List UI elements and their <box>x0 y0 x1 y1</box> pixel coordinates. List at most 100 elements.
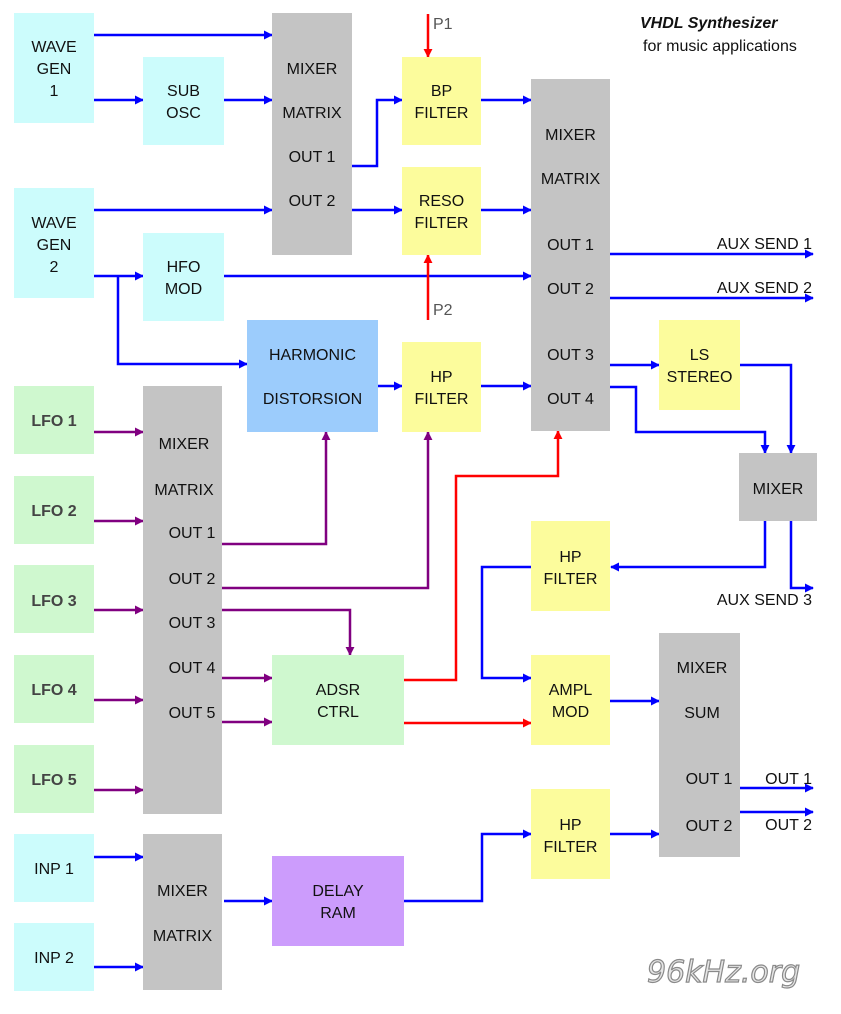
sub-osc-label: OSC <box>166 105 201 122</box>
mixer-matrix-1-box <box>272 13 352 255</box>
lfo-5-label: LFO 5 <box>31 772 76 789</box>
mixer-sum-label: SUM <box>684 705 720 722</box>
hp-filter-1-box <box>402 342 481 432</box>
bp-filter-label: FILTER <box>415 105 469 122</box>
lfo-1-box <box>14 386 94 454</box>
mixer-matrix-3-label: OUT 3 <box>169 615 216 632</box>
mixer-matrix-3-label: OUT 1 <box>169 525 216 542</box>
mixer-matrix-4-box <box>143 834 222 990</box>
mixer-matrix-2-label: MIXER <box>545 127 596 144</box>
aux-send-3-label: AUX SEND 3 <box>717 592 812 609</box>
hp-filter-3-box <box>531 789 610 879</box>
inp-1-label: INP 1 <box>34 861 74 878</box>
hfo-mod-label: MOD <box>165 281 202 298</box>
diagram-subtitle: for music applications <box>643 38 797 55</box>
wave-gen-2-label: WAVE <box>31 215 76 232</box>
adsr-ctrl-label: CTRL <box>317 704 359 721</box>
mixer-matrix-2-label: OUT 4 <box>547 391 594 408</box>
wave-gen-2-box <box>14 188 94 298</box>
ampl-mod-box <box>531 655 610 745</box>
ampl-mod-label: MOD <box>552 704 589 721</box>
harmonic-distorsion-label: DISTORSION <box>263 391 362 408</box>
hp-filter-3-label: HP <box>559 817 581 834</box>
hp-filter-1-label: FILTER <box>415 391 469 408</box>
ampl-mod-label: AMPL <box>549 682 593 699</box>
hfo-mod-label: HFO <box>167 259 201 276</box>
inp-2-box <box>14 923 94 991</box>
mixer-matrix-1-label: OUT 1 <box>289 149 336 166</box>
mixer-matrix-1-label: MATRIX <box>282 105 342 122</box>
mixer-matrix-4-label: MATRIX <box>153 928 213 945</box>
mixer-sum-box <box>659 633 740 857</box>
sub-osc-label: SUB <box>167 83 200 100</box>
lfo-1-block: LFO 1 <box>14 386 94 454</box>
lfo-4-label: LFO 4 <box>31 682 76 699</box>
mixer-matrix-2-label: OUT 3 <box>547 347 594 364</box>
wave-gen-1-label: WAVE <box>31 39 76 56</box>
mixer-matrix-3-label: OUT 4 <box>169 660 216 677</box>
diagram-title: VHDL Synthesizer <box>640 15 778 32</box>
harmonic-distorsion-block: HARMONIC DISTORSION <box>247 320 378 432</box>
hfo-mod-box <box>143 233 224 321</box>
aux-send-1-label: AUX SEND 1 <box>717 236 812 253</box>
p1-label: P1 <box>433 16 453 33</box>
wave-gen-1-label: GEN <box>37 61 72 78</box>
hp-filter-2-label: HP <box>559 549 581 566</box>
wave-gen-2-label: GEN <box>37 237 72 254</box>
mixer-matrix-2-label: OUT 2 <box>547 281 594 298</box>
red-wires <box>404 14 563 728</box>
lfo-4-box <box>14 655 94 723</box>
sub-osc-box <box>143 57 224 145</box>
wave-gen-1-box <box>14 13 94 123</box>
ls-stereo-box <box>659 320 740 410</box>
bp-filter-label: BP <box>431 83 452 100</box>
hp-filter-1-label: HP <box>430 369 452 386</box>
ls-stereo-label: STEREO <box>667 369 733 386</box>
reso-filter-label: RESO <box>419 193 464 210</box>
lfo-2-block: LFO 2 <box>14 476 94 544</box>
ampl-mod-block: AMPL MOD <box>531 655 610 745</box>
lfo-3-block: LFO 3 <box>14 565 94 633</box>
mixer-matrix-2-label: OUT 1 <box>547 237 594 254</box>
lfo-1-label: LFO 1 <box>31 413 76 430</box>
hfo-mod-block: HFO MOD <box>143 233 224 321</box>
hp-filter-2-block: HP FILTER <box>531 521 610 611</box>
hp-filter-2-label: FILTER <box>544 571 598 588</box>
wave-gen-2-label: 2 <box>50 259 59 276</box>
bp-filter-block: BP FILTER <box>402 57 481 145</box>
watermark-logo: 96kHz.org <box>647 955 800 990</box>
mixer-matrix-2-box <box>531 79 610 431</box>
mixer-sum-label: OUT 1 <box>686 771 733 788</box>
lfo-5-block: LFO 5 <box>14 745 94 813</box>
aux-send-2-label: AUX SEND 2 <box>717 280 812 297</box>
wave-gen-1-label: 1 <box>50 83 59 100</box>
delay-ram-label: DELAY <box>312 883 364 900</box>
mixer-sum-label: OUT 2 <box>686 818 733 835</box>
lfo-2-label: LFO 2 <box>31 503 76 520</box>
lfo-4-block: LFO 4 <box>14 655 94 723</box>
blue-wires <box>94 30 814 972</box>
ls-stereo-label: LS <box>690 347 710 364</box>
hp-filter-2-box <box>531 521 610 611</box>
lfo-3-box <box>14 565 94 633</box>
inp-2-label: INP 2 <box>34 950 74 967</box>
lfo-2-box <box>14 476 94 544</box>
harmonic-distorsion-label: HARMONIC <box>269 347 356 364</box>
inp-2-block: INP 2 <box>14 923 94 991</box>
harmonic-distorsion-box <box>247 320 378 432</box>
p2-label: P2 <box>433 302 453 319</box>
reso-filter-label: FILTER <box>415 215 469 232</box>
mixer-matrix-2-label: MATRIX <box>541 171 601 188</box>
bp-filter-box <box>402 57 481 145</box>
mixer-label: MIXER <box>753 481 804 498</box>
lfo-3-label: LFO 3 <box>31 593 76 610</box>
hp-filter-1-block: HP FILTER <box>402 342 481 432</box>
mixer-matrix-3-box <box>143 386 222 814</box>
ls-stereo-block: LS STEREO <box>659 320 740 410</box>
